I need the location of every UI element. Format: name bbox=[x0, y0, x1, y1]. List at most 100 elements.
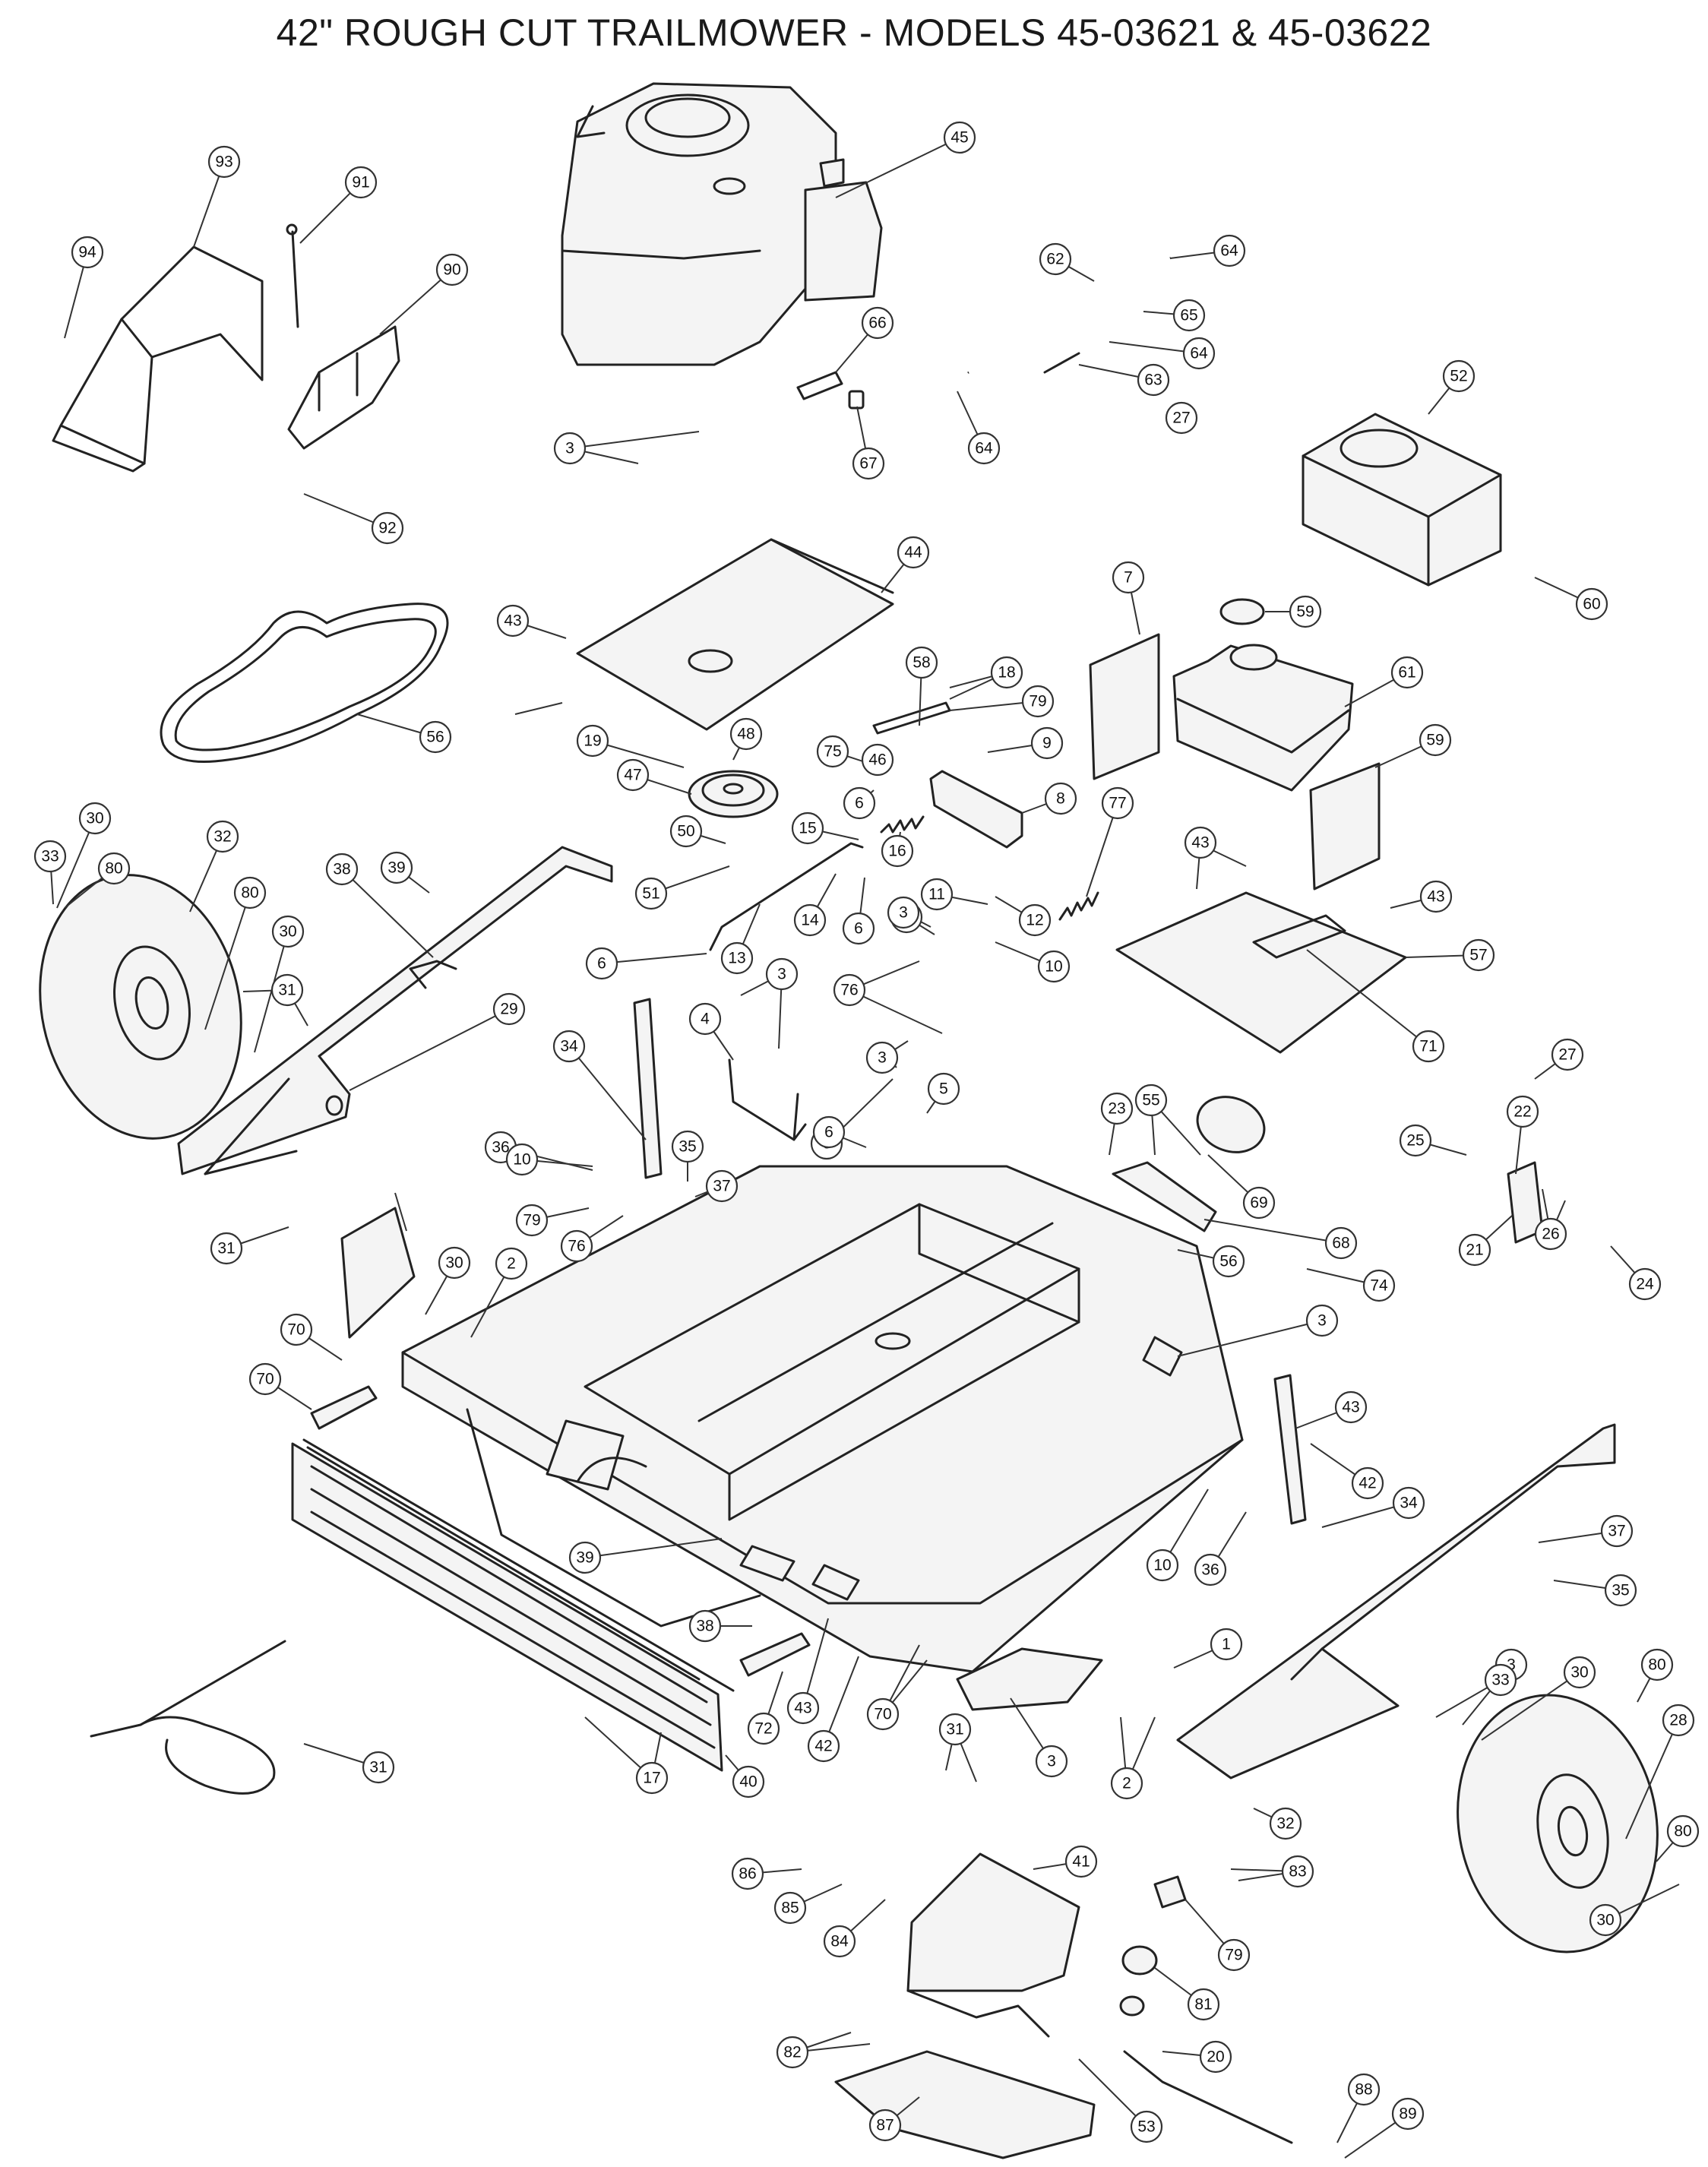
callout-63: 63 bbox=[1137, 363, 1170, 397]
callout-number: 29 bbox=[500, 1001, 517, 1018]
callout-number: 27 bbox=[1558, 1046, 1576, 1064]
callout-number: 74 bbox=[1370, 1277, 1388, 1295]
callout-15: 15 bbox=[791, 811, 824, 845]
callout-30: 30 bbox=[78, 802, 112, 835]
latch-part bbox=[1153, 1875, 1187, 1909]
callout-number: 30 bbox=[445, 1254, 463, 1272]
callout-number: 67 bbox=[859, 455, 877, 473]
callout-circle bbox=[1534, 1217, 1567, 1251]
knob-part bbox=[1121, 1945, 1158, 1976]
callout-number: 44 bbox=[904, 544, 922, 562]
callout-circle bbox=[438, 1246, 471, 1280]
callout-circle bbox=[496, 604, 530, 637]
callout-circle bbox=[688, 1002, 722, 1036]
callout-46: 46 bbox=[861, 743, 894, 777]
callout-circle bbox=[1604, 1574, 1637, 1607]
callout-10: 10 bbox=[1037, 950, 1071, 983]
callout-circle bbox=[887, 896, 920, 929]
callout-number: 77 bbox=[1109, 795, 1126, 812]
callout-number: 75 bbox=[824, 743, 841, 761]
callout-39: 39 bbox=[380, 851, 413, 884]
callout-circle bbox=[865, 1041, 899, 1074]
callout-circle bbox=[881, 834, 914, 868]
callout-circle bbox=[732, 1765, 765, 1798]
callout-6: 6 bbox=[842, 912, 875, 945]
fuel-tank-part bbox=[1172, 598, 1354, 792]
callout-number: 3 bbox=[565, 440, 574, 457]
callout-circle bbox=[1137, 363, 1170, 397]
callout-number: 85 bbox=[781, 1900, 799, 1917]
short-rod-part bbox=[1043, 352, 1080, 374]
callout-circle bbox=[776, 2036, 809, 2069]
right-wheel-part bbox=[1457, 1694, 1659, 1953]
callout-number: 88 bbox=[1355, 2081, 1372, 2099]
callout-70: 70 bbox=[248, 1362, 282, 1396]
callout-circle bbox=[1392, 1486, 1425, 1520]
bracket-part bbox=[287, 325, 400, 450]
callout-number: 58 bbox=[913, 654, 930, 672]
callout-circle bbox=[1184, 826, 1217, 859]
callout-circle bbox=[71, 236, 104, 269]
rod-part bbox=[967, 257, 1172, 374]
callout-56: 56 bbox=[419, 720, 452, 754]
callout-87: 87 bbox=[868, 2108, 902, 2142]
callout-number: 76 bbox=[568, 1238, 585, 1255]
callout-number: 3 bbox=[899, 904, 908, 922]
hitch-pin-left-part bbox=[409, 960, 457, 989]
callout-number: 43 bbox=[1342, 1399, 1359, 1416]
callout-53: 53 bbox=[1130, 2110, 1163, 2143]
callout-number: 39 bbox=[576, 1549, 593, 1567]
callout-37: 37 bbox=[1600, 1514, 1634, 1548]
callout-circle bbox=[515, 1204, 549, 1237]
callout-32: 32 bbox=[1269, 1807, 1302, 1840]
callout-circle bbox=[1112, 561, 1145, 594]
callout-25: 25 bbox=[1399, 1124, 1432, 1157]
callout-circle bbox=[1212, 1245, 1245, 1278]
callout-91: 91 bbox=[344, 166, 378, 199]
rear-guard-right-part bbox=[956, 1647, 1103, 1711]
callout-circle bbox=[1442, 359, 1476, 393]
callout-number: 46 bbox=[868, 751, 886, 769]
callout-number: 91 bbox=[352, 174, 369, 191]
callout-61: 61 bbox=[1390, 656, 1424, 689]
callout-circle bbox=[1289, 595, 1322, 628]
callout-circle bbox=[1600, 1514, 1634, 1548]
callout-circle bbox=[729, 717, 763, 751]
callout-circle bbox=[325, 853, 359, 886]
callout-13: 13 bbox=[720, 941, 754, 975]
callout-number: 34 bbox=[1400, 1495, 1418, 1512]
callout-number: 30 bbox=[1570, 1664, 1588, 1681]
callout-circle bbox=[920, 878, 954, 911]
callout-35: 35 bbox=[671, 1130, 704, 1163]
callout-30: 30 bbox=[1589, 1903, 1622, 1937]
callout-83: 83 bbox=[1281, 1855, 1314, 1888]
cover-plate-part bbox=[1115, 891, 1407, 1054]
callout-number: 43 bbox=[794, 1700, 811, 1717]
latch-bracket-part bbox=[1112, 1161, 1217, 1232]
callout-68: 68 bbox=[1324, 1226, 1358, 1260]
callout-number: 55 bbox=[1142, 1092, 1159, 1109]
callout-number: 71 bbox=[1419, 1038, 1437, 1055]
callout-45: 45 bbox=[943, 121, 976, 154]
callout-number: 84 bbox=[830, 1933, 849, 1950]
callout-circle bbox=[1044, 782, 1077, 815]
callout-number: 60 bbox=[1583, 596, 1600, 613]
callout-number: 33 bbox=[1491, 1672, 1509, 1689]
page-title: 42" ROUGH CUT TRAILMOWER - MODELS 45-036… bbox=[276, 11, 1432, 54]
callout-circle bbox=[967, 432, 1001, 465]
callout-2: 2 bbox=[1110, 1767, 1143, 1800]
callout-32: 32 bbox=[206, 820, 239, 853]
callout-77: 77 bbox=[1101, 786, 1134, 820]
callout-3: 3 bbox=[887, 896, 920, 929]
callout-circle bbox=[720, 941, 754, 975]
callout-79: 79 bbox=[1021, 685, 1055, 718]
flap-bar-part bbox=[302, 1438, 735, 1692]
callout-number: 21 bbox=[1466, 1242, 1483, 1259]
callout-circle bbox=[1419, 880, 1453, 913]
callout-79: 79 bbox=[515, 1204, 549, 1237]
callout-circle bbox=[1628, 1267, 1662, 1301]
callout-circle bbox=[1575, 587, 1608, 621]
callout-number: 64 bbox=[975, 440, 993, 457]
callout-11: 11 bbox=[920, 878, 954, 911]
callout-circle bbox=[938, 1713, 972, 1746]
